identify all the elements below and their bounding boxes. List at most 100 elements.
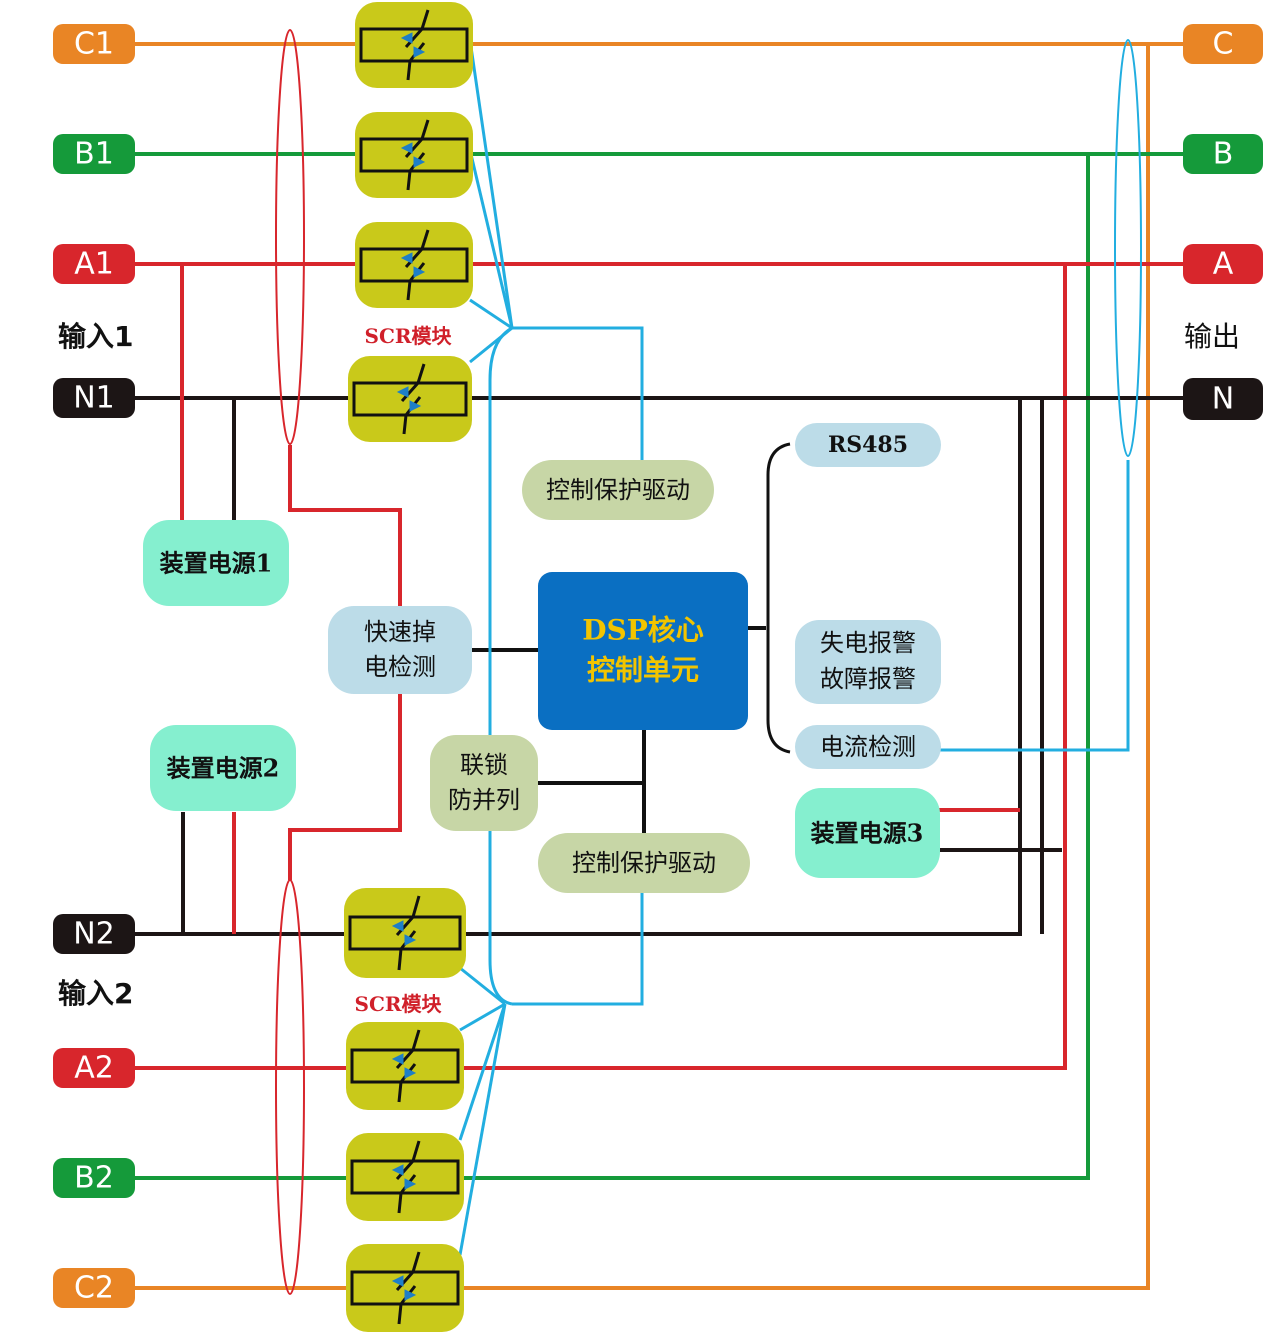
power2-box (150, 725, 296, 811)
interlock-box (430, 735, 538, 831)
scr-label-top: SCR模块 (365, 324, 453, 348)
wire-sense-bottom (288, 692, 402, 880)
tag-c1-label: C1 (74, 27, 114, 62)
function-blocks: 控制保护驱动 控制保护驱动 装置电源1 装置电源2 装置电源3 快速掉 电检测 … (143, 423, 941, 893)
ctrl-drive-top-label: 控制保护驱动 (546, 476, 690, 504)
scr-a1-module (355, 222, 473, 308)
power2-label: 装置电源2 (167, 754, 280, 783)
ctrl-drive-bottom-label: 控制保护驱动 (572, 849, 716, 877)
scr-n1-module (348, 356, 472, 442)
alarm-line1: 失电报警 (820, 629, 916, 657)
tag-b1 (53, 134, 135, 174)
scr-thyristor-icon (350, 1140, 460, 1214)
power1-label: 装置电源1 (160, 549, 273, 578)
scr-b2-module (346, 1133, 464, 1221)
scr-thyristor-icon (350, 1029, 460, 1103)
ct-output-ellipse (1114, 39, 1142, 457)
scr-a2-body (346, 1022, 464, 1110)
tag-n1-label: N1 (73, 381, 115, 416)
current-detect-box (795, 725, 941, 769)
tag-b2 (53, 1158, 135, 1198)
scr-modules (344, 2, 473, 1332)
ctrl-line-top-curve (488, 326, 513, 1006)
tag-b-out (1183, 134, 1263, 174)
ctrl-line-top-b (468, 149, 514, 329)
scr-n1-body (348, 356, 472, 442)
scr-b1-module (355, 112, 473, 198)
dsp-core-box (538, 572, 748, 730)
wire-sense-top (288, 445, 402, 608)
scr-n2-module (344, 888, 466, 978)
tag-n2-label: N2 (73, 917, 115, 952)
output-terminals: C B A N 输出 (1183, 24, 1263, 420)
current-detect-label: 电流检测 (820, 733, 916, 761)
ctrl-line-top-bus (512, 326, 644, 460)
power3-label: 装置电源3 (811, 819, 924, 848)
tag-n2 (53, 914, 135, 954)
tag-a-out-label: A (1213, 247, 1234, 282)
dsp-core-line1: DSP核心 (582, 614, 704, 647)
scr-c1-module (355, 2, 473, 88)
ctrl-line-bottom-c (458, 1003, 507, 1256)
tag-a2 (53, 1048, 135, 1088)
tag-c2-label: C2 (74, 1271, 114, 1306)
fast-detect-line2: 电检测 (364, 653, 436, 681)
tag-b2-label: B2 (74, 1161, 114, 1196)
tag-a1 (53, 244, 135, 284)
ctrl-line-top-a (469, 298, 513, 330)
alarm-box (795, 620, 941, 704)
tag-c2 (53, 1268, 135, 1308)
ctrl-line-bottom-n (459, 966, 506, 1006)
tag-n-out-label: N (1212, 382, 1234, 417)
ctrl-drive-bottom-box (538, 833, 750, 893)
output-label: 输出 (1184, 320, 1240, 353)
scr-b2-body (346, 1133, 464, 1221)
wire-dsp-brace (766, 442, 791, 754)
ct-input1-ellipse (275, 29, 305, 445)
tag-n1 (53, 378, 135, 418)
scr-c1-body (355, 2, 473, 88)
scr-thyristor-icon (348, 895, 462, 971)
input1-label: 输入1 (58, 320, 133, 353)
tag-c-out-label: C (1213, 27, 1234, 62)
scr-c2-module (346, 1244, 464, 1332)
scr-a2-module (346, 1022, 464, 1110)
tag-a-out (1183, 244, 1263, 284)
interlock-line2: 防并列 (448, 786, 520, 814)
scr-thyristor-icon (352, 363, 468, 435)
scr-n2-body (344, 888, 466, 978)
alarm-line2: 故障报警 (820, 665, 916, 693)
control-lines (458, 39, 1130, 1256)
ctrl-line-bottom-b (458, 1003, 507, 1141)
wire-c2 (133, 44, 1150, 1290)
fast-detect-line1: 快速掉 (364, 618, 436, 646)
fast-detect-box (328, 606, 472, 694)
scr-thyristor-icon (359, 229, 469, 301)
wire-dsp-interlock (538, 730, 646, 785)
tag-b1-label: B1 (74, 137, 114, 172)
tag-n-out (1183, 378, 1263, 420)
ctrl-line-top-c (468, 39, 514, 329)
tag-a2-label: A2 (74, 1051, 114, 1086)
scr-thyristor-icon (350, 1251, 460, 1325)
tag-a1-label: A1 (74, 247, 114, 282)
tag-b-out-label: B (1213, 137, 1234, 172)
dsp-core-line2: 控制单元 (587, 654, 699, 687)
tag-c-out (1183, 24, 1263, 64)
ctrl-line-current (940, 460, 1130, 752)
interlock-line1: 联锁 (460, 751, 508, 779)
scr-b1-body (355, 112, 473, 198)
tag-c1 (53, 24, 135, 64)
scr-c2-body (346, 1244, 464, 1332)
input2-label: 输入2 (58, 977, 133, 1010)
ct-input2-ellipse (275, 879, 305, 1295)
rs485-label: RS485 (828, 432, 908, 458)
ctrl-drive-top-box (522, 460, 714, 520)
current-transformers (275, 29, 1142, 1295)
power1-box (143, 520, 289, 606)
ctrl-line-bottom-bus (512, 893, 644, 1006)
ctrl-line-bottom-a (459, 1002, 506, 1032)
rs485-box (795, 423, 941, 467)
scr-a1-body (355, 222, 473, 308)
